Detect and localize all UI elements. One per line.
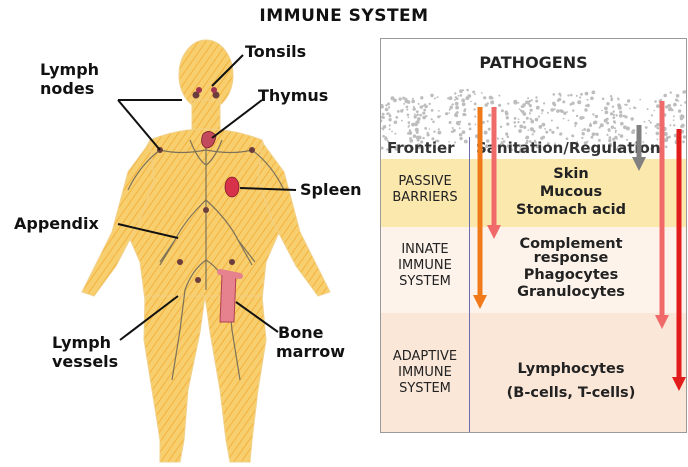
spleen-label: Spleen [300, 180, 362, 199]
lymph-nodes-label: Lymph nodes [40, 60, 99, 98]
tonsils-label: Tonsils [245, 42, 306, 61]
spleen-organ [225, 177, 239, 197]
arrow-pink-right [655, 101, 669, 329]
bone-marrow-organ [220, 274, 236, 322]
lymph-nodes-label-line1: Lymph [40, 60, 99, 79]
lymph-vessels-label-line2: vessels [52, 352, 118, 371]
bone-marrow-label-line1: Bone [276, 323, 345, 342]
lymph-vessels-label-line1: Lymph [52, 333, 118, 352]
arrow-gray [632, 125, 646, 171]
lymph-vessels-label: Lymph vessels [52, 333, 118, 371]
arrow-orange [473, 107, 487, 309]
lymph-nodes-label-line2: nodes [40, 79, 99, 98]
appendix-label: Appendix [14, 214, 99, 233]
pathogen-defense-panel: PATHOGENS Frontier Sanitation/Regulation… [380, 38, 687, 433]
arrow-red [672, 129, 686, 391]
pathogen-arrows [381, 39, 686, 432]
bone-marrow-label: Bone marrow [276, 323, 345, 361]
arrow-pink-left [487, 107, 501, 239]
bone-marrow-label-line2: marrow [276, 342, 345, 361]
thymus-label: Thymus [258, 86, 328, 105]
